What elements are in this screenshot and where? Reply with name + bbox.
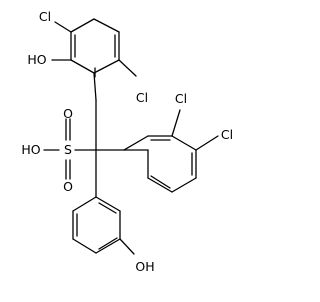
- atom-label-hydroxyl-upper-ring: HO: [27, 52, 46, 67]
- structure-diagram: Cl Cl Cl Cl HO HO S O O OH: [21, 9, 233, 274]
- atom-label-cl-top: Cl: [39, 9, 51, 24]
- atom-label-hydroxyl-sulfonic: HO: [21, 142, 40, 157]
- central-carbon-bonds: [74, 99, 125, 198]
- atom-label-sulfur: S: [64, 142, 72, 157]
- right-ring: [123, 135, 197, 193]
- right-ring-substituents: [171, 109, 219, 151]
- lower-ring-substituents: [119, 238, 135, 255]
- atom-label-cl-right-ring-meta: Cl: [221, 127, 233, 142]
- sulfonic-acid-group: [43, 118, 71, 180]
- upper-ring-substituents: [51, 21, 137, 101]
- atom-label-oxygen-bottom: O: [63, 179, 73, 194]
- lower-ring: [72, 196, 121, 254]
- atom-label-oxygen-top: O: [63, 106, 73, 121]
- atom-label-cl-upper-ring-right: Cl: [136, 90, 148, 105]
- upper-ring: [70, 18, 120, 78]
- atom-label-cl-right-ring-ortho: Cl: [175, 91, 187, 106]
- atom-label-hydroxyl-lower-ring: OH: [135, 259, 154, 274]
